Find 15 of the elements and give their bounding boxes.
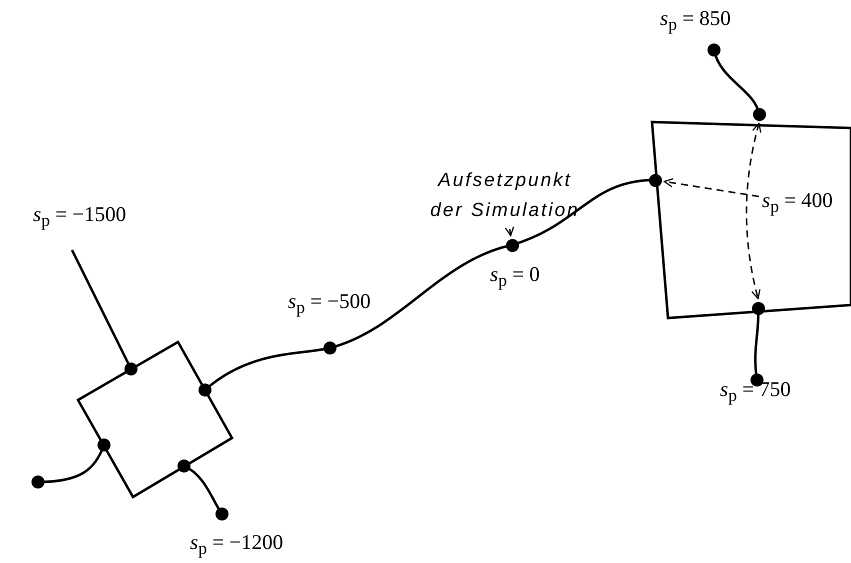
coordinate-label: s$_{p}$ = 850	[660, 6, 731, 36]
coordinate-label: s$_{p}$ = 0	[490, 262, 540, 292]
arrow	[504, 226, 514, 236]
coordinate-label: s$_{p}$ = −1500	[33, 202, 126, 232]
coordinate-label: s$_{p}$ = −500	[288, 289, 371, 318]
point-marker	[752, 108, 766, 120]
coordinate-label: s$_{p}$ = 400	[762, 188, 833, 218]
arrow	[746, 122, 762, 300]
coordinate-label: s$_{p}$ = −1200	[190, 530, 284, 560]
point-marker	[752, 302, 764, 314]
annotation-text: Aufsetzpunkt der Simulation	[425, 166, 585, 226]
point-marker	[506, 238, 518, 252]
point-marker	[648, 174, 662, 186]
coordinate-label: s$_{p}$ = 750	[720, 377, 791, 406]
arrow	[664, 178, 760, 198]
